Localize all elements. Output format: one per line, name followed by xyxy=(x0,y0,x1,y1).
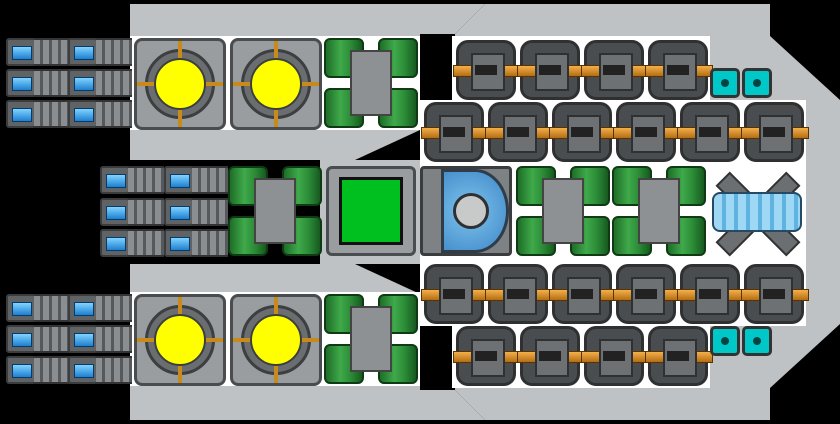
turret-icon xyxy=(741,102,809,162)
thruster-icon xyxy=(164,198,194,226)
bridge-console-icon xyxy=(326,166,416,256)
conduit xyxy=(34,38,70,66)
turret-icon xyxy=(677,264,745,324)
turret-icon xyxy=(613,102,681,162)
turret-icon xyxy=(485,102,553,162)
thruster-icon xyxy=(100,198,130,226)
turret-icon xyxy=(453,40,521,100)
thruster-icon xyxy=(164,166,194,194)
fuel-tank-icon xyxy=(324,38,418,130)
thruster-icon xyxy=(6,294,36,322)
reactor-icon xyxy=(134,38,226,130)
thruster-icon xyxy=(164,229,194,257)
turret-icon xyxy=(677,102,745,162)
thruster-icon xyxy=(68,38,98,66)
conduit xyxy=(96,325,132,353)
thruster-icon xyxy=(100,229,130,257)
turret-icon xyxy=(517,326,585,386)
thruster-icon xyxy=(68,325,98,353)
fuel-tank-icon xyxy=(228,166,322,258)
turret-icon xyxy=(645,326,713,386)
thruster-icon xyxy=(68,100,98,128)
turret-icon xyxy=(645,40,713,100)
thruster-icon xyxy=(6,356,36,384)
shield-generator-icon xyxy=(710,68,740,98)
turret-icon xyxy=(421,102,489,162)
turret-icon xyxy=(549,264,617,324)
engine-icon xyxy=(712,168,802,257)
thruster-icon xyxy=(6,38,36,66)
conduit xyxy=(34,325,70,353)
conduit xyxy=(34,356,70,384)
thruster-icon xyxy=(100,166,130,194)
thruster-icon xyxy=(68,69,98,97)
fuel-tank-icon xyxy=(516,166,610,258)
fuel-tank-icon xyxy=(612,166,706,258)
shield-generator-icon xyxy=(710,326,740,356)
reactor-icon xyxy=(230,38,322,130)
conduit xyxy=(96,100,132,128)
thruster-icon xyxy=(68,356,98,384)
turret-icon xyxy=(549,102,617,162)
conduit xyxy=(34,100,70,128)
conduit xyxy=(192,166,228,194)
conduit xyxy=(34,294,70,322)
turret-icon xyxy=(581,326,649,386)
turret-icon xyxy=(485,264,553,324)
thruster-icon xyxy=(6,325,36,353)
turret-icon xyxy=(581,40,649,100)
thruster-icon xyxy=(68,294,98,322)
conduit xyxy=(96,294,132,322)
conduit xyxy=(192,229,228,257)
reactor-icon xyxy=(134,294,226,386)
thruster-icon xyxy=(6,69,36,97)
turret-icon xyxy=(421,264,489,324)
turret-icon xyxy=(741,264,809,324)
conduit xyxy=(34,69,70,97)
reactor-icon xyxy=(230,294,322,386)
conduit xyxy=(128,198,164,226)
conduit xyxy=(96,38,132,66)
turret-icon xyxy=(453,326,521,386)
conduit xyxy=(192,198,228,226)
conduit xyxy=(128,166,164,194)
cockpit-dome-icon xyxy=(420,166,512,256)
shield-generator-icon xyxy=(742,326,772,356)
conduit xyxy=(128,229,164,257)
turret-icon xyxy=(517,40,585,100)
shield-generator-icon xyxy=(742,68,772,98)
turret-icon xyxy=(613,264,681,324)
thruster-icon xyxy=(6,100,36,128)
conduit xyxy=(96,69,132,97)
fuel-tank-icon xyxy=(324,294,418,386)
conduit xyxy=(96,356,132,384)
